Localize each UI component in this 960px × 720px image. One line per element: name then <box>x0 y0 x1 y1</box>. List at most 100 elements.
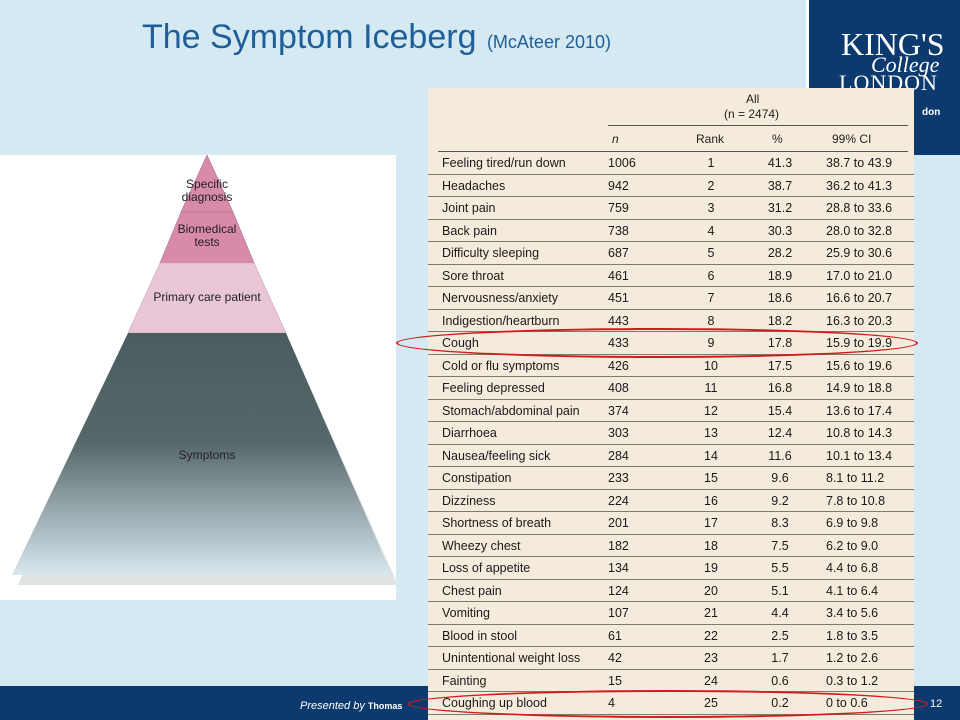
cell-percent: 31.2 <box>767 201 793 215</box>
label-specific-line1: Specific <box>186 177 228 191</box>
cell-ci: 4.4 to 6.8 <box>826 561 879 575</box>
cell-percent: 1.7 <box>771 651 789 665</box>
col-rank-header: Rank <box>696 132 725 146</box>
cell-rank: 5 <box>707 246 715 260</box>
cell-percent: 18.9 <box>767 268 793 283</box>
cell-symptom: Chest pain <box>442 583 502 598</box>
cell-symptom: Feeling depressed <box>442 381 545 395</box>
highlight-ellipse-cough <box>396 328 918 358</box>
cell-percent: 12.4 <box>767 426 793 440</box>
cell-symptom: Difficulty sleeping <box>442 246 540 260</box>
highlight-ellipse-coughing-up-blood <box>408 690 928 718</box>
cell-rank: 18 <box>704 538 718 553</box>
label-biomedical-line1: Biomedical <box>178 222 237 236</box>
cell-n: 224 <box>608 493 629 508</box>
cell-n: 738 <box>608 223 629 238</box>
cell-n: 374 <box>608 403 629 418</box>
cell-percent: 7.5 <box>771 538 789 553</box>
n-header: (n = 2474) <box>724 107 780 121</box>
cell-ci: 3.4 to 5.6 <box>826 606 879 620</box>
cell-n: 443 <box>608 313 629 328</box>
cell-symptom: Dizziness <box>442 493 496 508</box>
col-pct-header: % <box>772 132 783 146</box>
cell-n: 461 <box>608 268 629 283</box>
cell-percent: 17.5 <box>767 358 793 373</box>
cell-symptom: Sore throat <box>442 268 504 283</box>
cell-symptom: Blood in stool <box>442 628 518 643</box>
col-ci-header: 99% CI <box>832 132 872 146</box>
cell-percent: 15.4 <box>767 403 793 418</box>
cell-symptom: Shortness of breath <box>442 516 552 530</box>
cell-ci: 10.1 to 13.4 <box>826 448 893 463</box>
cell-ci: 7.8 to 10.8 <box>826 493 886 508</box>
group-header: All <box>746 92 760 106</box>
cell-ci: 38.7 to 43.9 <box>826 156 893 170</box>
cell-rank: 1 <box>707 156 715 170</box>
cell-percent: 9.6 <box>771 471 789 485</box>
cell-n: 284 <box>608 448 629 463</box>
presented-by-label: Presented by <box>300 700 365 712</box>
cell-symptom: Constipation <box>442 471 512 485</box>
cell-n: 1006 <box>608 156 636 170</box>
cell-symptom: Cold or flu symptoms <box>442 358 560 373</box>
pyramid-level-symptoms <box>12 333 392 575</box>
cell-ci: 1.8 to 3.5 <box>826 628 879 643</box>
cell-n: 107 <box>608 606 629 620</box>
cell-ci: 16.6 to 20.7 <box>826 291 893 305</box>
iceberg-pyramid-figure: Specific diagnosis Biomedical tests Prim… <box>0 155 396 600</box>
cell-ci: 25.9 to 30.6 <box>826 246 893 260</box>
cell-rank: 23 <box>704 651 718 665</box>
title-main: The Symptom Iceberg <box>142 18 477 56</box>
cell-n: 233 <box>608 471 629 485</box>
symptom-table: All (n = 2474) n Rank % 99% CI Feeling t… <box>428 88 914 720</box>
cell-rank: 16 <box>704 493 718 508</box>
cell-symptom: Wheezy chest <box>442 538 521 553</box>
label-biomedical-line2: tests <box>194 235 219 249</box>
cell-rank: 6 <box>707 268 715 283</box>
cell-percent: 5.1 <box>771 583 789 598</box>
cell-ci: 10.8 to 14.3 <box>826 426 893 440</box>
cell-percent: 38.7 <box>767 178 793 193</box>
logo-line-kings: KING'S <box>841 26 945 62</box>
cell-ci: 6.2 to 9.0 <box>826 538 879 553</box>
cell-symptom: Unintentional weight loss <box>442 651 581 665</box>
cell-symptom: Nausea/feeling sick <box>442 448 551 463</box>
cell-percent: 4.4 <box>771 606 789 620</box>
cell-ci: 16.3 to 20.3 <box>826 313 893 328</box>
table-row: Dizziness 224 16 9.2 7.8 to 10.8 <box>428 490 914 512</box>
cell-percent: 18.6 <box>767 291 793 305</box>
pyramid-label-primary-care: Primary care patient <box>153 290 261 304</box>
cell-symptom: Indigestion/heartburn <box>442 313 560 328</box>
cell-n: 759 <box>608 201 629 215</box>
cell-rank: 15 <box>704 471 718 485</box>
pyramid-svg: Specific diagnosis Biomedical tests Prim… <box>12 155 396 585</box>
cell-ci: 13.6 to 17.4 <box>826 403 893 418</box>
cell-rank: 21 <box>704 606 718 620</box>
cell-ci: 8.1 to 11.2 <box>826 471 885 485</box>
cell-n: 124 <box>608 583 629 598</box>
cell-symptom: Nervousness/anxiety <box>442 291 559 305</box>
cell-rank: 22 <box>704 628 718 643</box>
cell-percent: 9.2 <box>771 493 789 508</box>
pyramid-label-biomedical: Biomedical <box>178 222 237 236</box>
presenter-name: Thomas <box>367 701 403 711</box>
cell-rank: 24 <box>704 673 718 688</box>
cell-rank: 3 <box>707 201 715 215</box>
cell-percent: 8.3 <box>771 516 789 530</box>
pyramid-label-diagnosis: diagnosis <box>182 190 233 204</box>
cell-percent: 5.5 <box>771 561 789 575</box>
cell-n: 451 <box>608 291 629 305</box>
cell-percent: 28.2 <box>767 246 793 260</box>
cell-percent: 2.5 <box>771 628 789 643</box>
cell-symptom: Feeling tired/run down <box>442 156 566 170</box>
